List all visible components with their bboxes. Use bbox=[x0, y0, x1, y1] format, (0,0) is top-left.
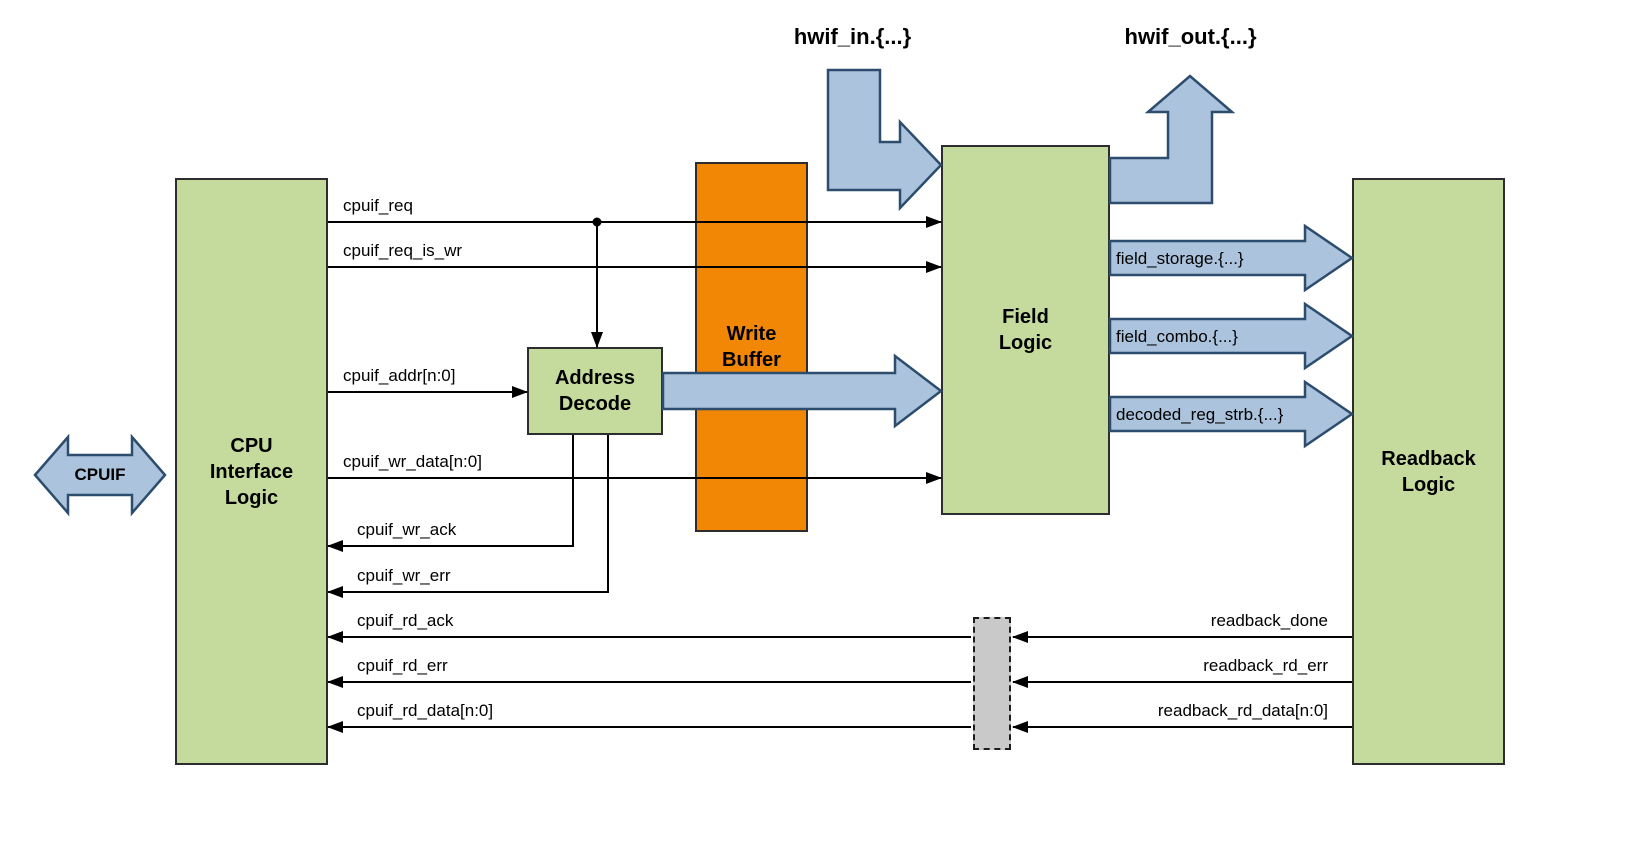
block-address-decode: Address Decode bbox=[527, 347, 663, 435]
block-cpu-interface-logic: CPU Interface Logic bbox=[175, 178, 328, 765]
block-write-buffer: Write Buffer bbox=[695, 162, 808, 532]
block-readback-logic: Readback Logic bbox=[1352, 178, 1505, 765]
block-cpu-interface-logic-label: CPU Interface Logic bbox=[209, 434, 294, 509]
block-write-buffer-label: Write Buffer bbox=[722, 323, 781, 371]
block-field-logic-label: Field Logic bbox=[998, 306, 1053, 354]
block-retime-stage bbox=[973, 617, 1011, 750]
block-address-decode-label: Address Decode bbox=[554, 367, 636, 415]
block-readback-logic-label: Readback Logic bbox=[1381, 447, 1476, 496]
block-field-logic: Field Logic bbox=[941, 145, 1110, 515]
